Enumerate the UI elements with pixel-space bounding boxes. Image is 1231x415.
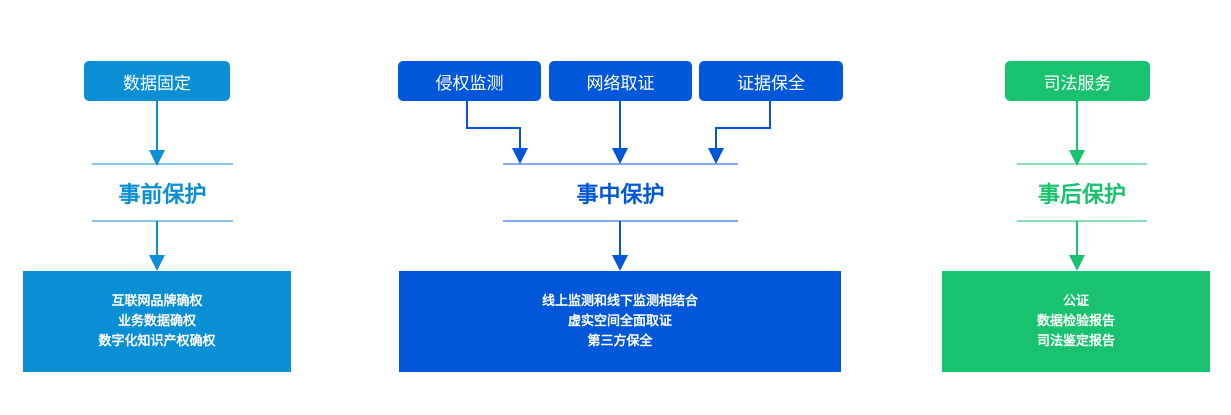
after-protection-title: 事后保护 — [1037, 183, 1126, 208]
box-item: 第三方保全 — [587, 333, 653, 349]
arrow-during-in-1 — [466, 101, 528, 164]
box-item: 虚实空间全面取证 — [567, 313, 672, 329]
evidence-preservation-button: 证据保全 — [699, 61, 843, 101]
infringement-monitoring-button: 侵权监测 — [398, 61, 541, 101]
during-protection-title: 事中保护 — [576, 183, 665, 208]
box-item: 线上监测和线下监测相结合 — [541, 293, 698, 309]
data-fixation-button: 数据固定 — [84, 61, 230, 101]
box-item: 业务数据确权 — [117, 313, 196, 329]
judicial-service-button: 司法服务 — [1005, 61, 1150, 101]
before-protection-title: 事前保护 — [118, 183, 207, 208]
box-item: 公证 — [1062, 293, 1089, 309]
after-protection-box: 公证 数据检验报告 司法鉴定报告 — [942, 271, 1210, 372]
box-item: 司法鉴定报告 — [1036, 333, 1115, 349]
arrow-during-in-3 — [708, 101, 771, 164]
box-item: 数字化知识产权确权 — [98, 333, 216, 349]
box-item: 互联网品牌确权 — [111, 293, 203, 309]
box-item: 数据检验报告 — [1036, 313, 1115, 329]
network-forensics-button: 网络取证 — [549, 61, 692, 101]
during-protection-box: 线上监测和线下监测相结合 虚实空间全面取证 第三方保全 — [399, 271, 841, 372]
before-protection-box: 互联网品牌确权 业务数据确权 数字化知识产权确权 — [23, 271, 291, 372]
